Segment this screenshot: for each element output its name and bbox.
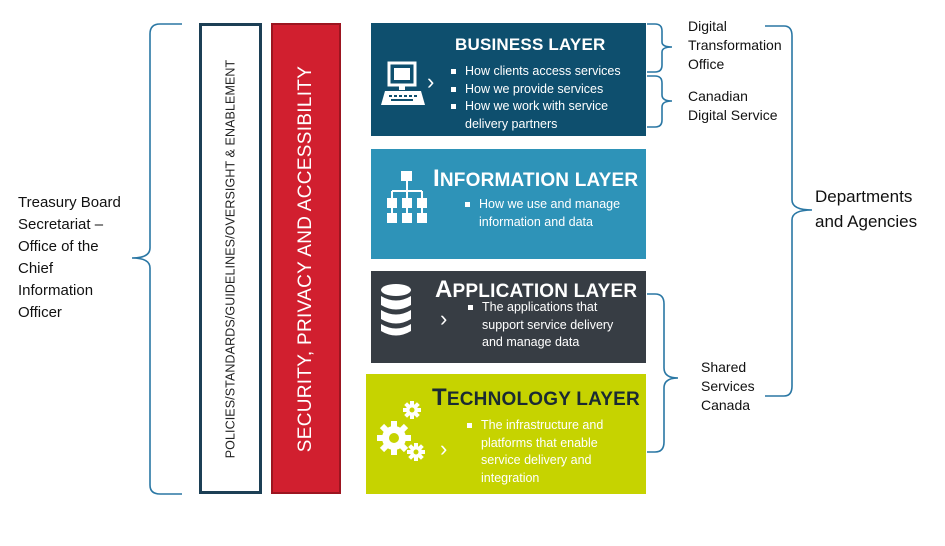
- information-layer-title: INFORMATION LAYER: [433, 165, 638, 193]
- gears-icon: [377, 401, 425, 461]
- policies-bar-label: POLICIES/STANDARDS/GUIDELINES/OVERSIGHT …: [223, 59, 238, 458]
- policies-bar: POLICIES/STANDARDS/GUIDELINES/OVERSIGHT …: [199, 23, 262, 494]
- ssc-line: Services: [701, 378, 755, 394]
- cds-line: Digital Service: [688, 107, 778, 123]
- tbs-line: Treasury Board: [18, 194, 121, 211]
- computer-icon: [381, 61, 425, 105]
- hierarchy-icon: [387, 171, 427, 223]
- application-layer-bullets: The applications that support service de…: [466, 299, 636, 352]
- list-item: The applications that support service de…: [466, 299, 636, 352]
- tbs-line: Chief: [18, 260, 54, 277]
- departments-line: Departments: [815, 187, 913, 206]
- business-layer-title: BUSINESS LAYER: [455, 35, 606, 54]
- tbs-ocio-label: Treasury Board Secretariat – Office of t…: [18, 192, 121, 324]
- cds-bracket: [647, 75, 673, 128]
- chevron-right-icon: ›: [427, 69, 435, 94]
- departments-label: Departments and Agencies: [815, 184, 917, 234]
- security-bar-label: SECURITY, PRIVACY AND ACCESSIBILITY: [295, 65, 316, 452]
- chevron-right-icon: ›: [440, 436, 448, 461]
- title-rest: NFORMATION LAYER: [439, 170, 639, 191]
- cds-label: Canadian Digital Service: [688, 87, 777, 125]
- tbs-line: Information: [18, 282, 94, 299]
- information-layer: INFORMATION LAYER How we use and manage …: [371, 149, 646, 259]
- dto-line: Digital: [688, 18, 727, 34]
- ssc-line: Shared: [701, 359, 747, 375]
- dto-bracket: [647, 23, 673, 73]
- dto-line: Office: [688, 56, 725, 72]
- tbs-bracket: [131, 23, 182, 495]
- ssc-label: Shared Services Canada: [701, 358, 755, 415]
- ssc-bracket: [647, 293, 679, 453]
- departments-bracket: [765, 25, 813, 397]
- list-item: The infrastructure and platforms that en…: [465, 417, 633, 487]
- application-layer-title: APPLICATION LAYER: [435, 276, 637, 304]
- title-initial: T: [432, 384, 447, 411]
- technology-layer-bullets: The infrastructure and platforms that en…: [465, 417, 633, 487]
- tbs-line: Officer: [18, 304, 62, 321]
- list-item: How we work with service delivery partne…: [449, 98, 641, 133]
- list-item: How clients access services: [449, 63, 641, 81]
- ssc-line: Canada: [701, 397, 751, 413]
- dto-line: Transformation: [688, 37, 782, 53]
- database-icon: [381, 284, 411, 336]
- list-item: How we provide services: [449, 81, 641, 99]
- cds-line: Canadian: [688, 88, 748, 104]
- title-rest: PPLICATION LAYER: [452, 281, 638, 302]
- departments-line: and Agencies: [815, 212, 918, 231]
- business-layer-bullets: How clients access services How we provi…: [449, 63, 641, 133]
- title-rest: ECHNOLOGY LAYER: [446, 389, 640, 410]
- tbs-line: Office of the: [18, 238, 99, 255]
- title-initial: A: [435, 276, 453, 303]
- dto-label: Digital Transformation Office: [688, 17, 782, 74]
- security-bar: SECURITY, PRIVACY AND ACCESSIBILITY: [271, 23, 341, 494]
- technology-layer-title: TECHNOLOGY LAYER: [432, 384, 640, 412]
- technology-layer: TECHNOLOGY LAYER: [366, 374, 646, 494]
- chevron-right-icon: ›: [440, 306, 448, 331]
- information-layer-bullets: How we use and manage information and da…: [463, 196, 633, 231]
- list-item: How we use and manage information and da…: [463, 196, 633, 231]
- tbs-line: Secretariat –: [18, 216, 104, 233]
- business-layer: BUSINESS LAYER › How clients access serv…: [371, 23, 646, 136]
- title-initial: I: [433, 165, 440, 192]
- application-layer: APPLICATION LAYER › The applications tha…: [371, 271, 646, 363]
